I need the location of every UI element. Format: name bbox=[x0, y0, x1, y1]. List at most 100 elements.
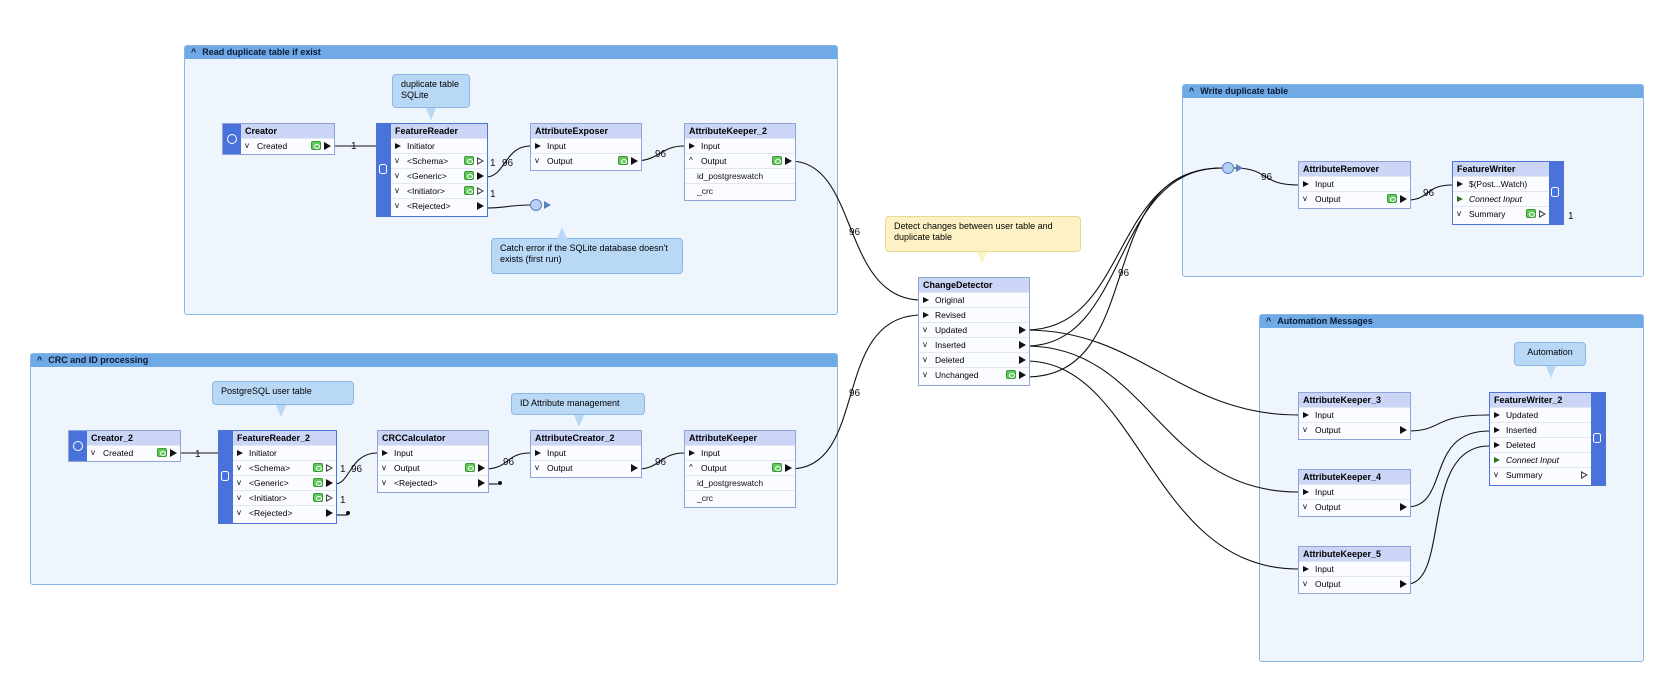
inspect-eye-icon[interactable] bbox=[313, 493, 323, 502]
expand-chevron-icon[interactable]: v bbox=[245, 141, 249, 150]
output-port-arrow-icon[interactable] bbox=[1539, 210, 1546, 218]
transformer-featurewriter-2[interactable]: FeatureWriter_2 Updated Inserted Deleted… bbox=[1489, 392, 1606, 486]
output-port-arrow-icon[interactable] bbox=[631, 157, 638, 165]
input-port-arrow-icon[interactable] bbox=[1494, 427, 1500, 433]
expand-chevron-icon[interactable]: v bbox=[395, 171, 399, 180]
collapse-caret-icon[interactable]: ^ bbox=[37, 355, 43, 365]
output-port-arrow-icon[interactable] bbox=[1019, 341, 1026, 349]
bookmark-header[interactable]: ^Automation Messages bbox=[1260, 315, 1643, 328]
port-rejected[interactable]: v<Rejected> bbox=[233, 505, 350, 520]
input-port-arrow-icon[interactable] bbox=[1494, 412, 1500, 418]
expand-chevron-icon[interactable]: v bbox=[1457, 209, 1461, 218]
output-port-arrow-icon[interactable] bbox=[1400, 195, 1407, 203]
expand-chevron-icon[interactable]: v bbox=[395, 186, 399, 195]
input-port-arrow-icon[interactable] bbox=[1494, 442, 1500, 448]
output-port-arrow-icon[interactable] bbox=[477, 202, 484, 210]
port-input[interactable]: Input bbox=[531, 445, 641, 460]
bookmark-header[interactable]: ^Read duplicate table if exist bbox=[185, 46, 837, 59]
collapse-caret-icon[interactable]: ^ bbox=[1189, 86, 1195, 96]
annotation-detect-changes[interactable]: Detect changes between user table and du… bbox=[885, 216, 1081, 264]
inspect-eye-icon[interactable] bbox=[464, 156, 474, 165]
port-input[interactable]: Input bbox=[685, 138, 795, 153]
port-output[interactable]: ^Output bbox=[685, 153, 795, 168]
bookmark-header[interactable]: ^CRC and ID processing bbox=[31, 354, 837, 367]
input-port-arrow-icon[interactable] bbox=[1303, 181, 1309, 187]
output-port-arrow-icon[interactable] bbox=[477, 187, 484, 195]
inspect-eye-icon[interactable] bbox=[1006, 370, 1016, 379]
port-input[interactable]: Input bbox=[378, 445, 488, 460]
transformer-featurereader[interactable]: FeatureReader Initiator v<Schema> v<Gene… bbox=[376, 123, 488, 217]
port-input[interactable]: Input bbox=[531, 138, 641, 153]
bookmark-header[interactable]: ^Write duplicate table bbox=[1183, 85, 1643, 98]
output-port-arrow-icon[interactable] bbox=[324, 142, 331, 150]
inspect-eye-icon[interactable] bbox=[464, 186, 474, 195]
input-port-arrow-icon[interactable] bbox=[1303, 489, 1309, 495]
output-port-arrow-icon[interactable] bbox=[478, 479, 485, 487]
output-port-arrow-icon[interactable] bbox=[326, 509, 333, 517]
expand-chevron-icon[interactable]: v bbox=[1494, 470, 1498, 479]
connect-input-arrow-icon[interactable] bbox=[1494, 457, 1500, 463]
output-port-arrow-icon[interactable] bbox=[1400, 580, 1407, 588]
annotation-duplicate-table[interactable]: duplicate table SQLite bbox=[392, 74, 470, 120]
expand-chevron-icon[interactable]: v bbox=[923, 370, 927, 379]
expand-chevron-icon[interactable]: v bbox=[395, 201, 399, 210]
output-port-arrow-icon[interactable] bbox=[477, 157, 484, 165]
annotation-id-attribute[interactable]: ID Attribute management bbox=[511, 393, 645, 427]
port-rejected[interactable]: v<Rejected> bbox=[378, 475, 502, 490]
inspect-eye-icon[interactable] bbox=[313, 463, 323, 472]
annotation-postgres-user[interactable]: PostgreSQL user table bbox=[212, 381, 354, 417]
output-port-arrow-icon[interactable] bbox=[785, 464, 792, 472]
inspect-eye-icon[interactable] bbox=[465, 463, 475, 472]
output-port-arrow-icon[interactable] bbox=[1581, 471, 1588, 479]
expand-chevron-icon[interactable]: v bbox=[395, 156, 399, 165]
collapse-chevron-icon[interactable]: ^ bbox=[689, 463, 693, 472]
transformer-featurewriter[interactable]: FeatureWriter $(Post...Watch) Connect In… bbox=[1452, 161, 1564, 225]
port-schema[interactable]: v<Schema> bbox=[391, 153, 487, 168]
transformer-attributekeeper-2[interactable]: AttributeKeeper_2 Input ^Output id_postg… bbox=[684, 123, 796, 201]
output-port-arrow-icon[interactable] bbox=[631, 464, 638, 472]
port-updated[interactable]: Updated bbox=[1490, 407, 1591, 422]
input-port-arrow-icon[interactable] bbox=[1457, 181, 1463, 187]
input-port-arrow-icon[interactable] bbox=[535, 143, 541, 149]
port-connect-input[interactable]: Connect Input bbox=[1453, 191, 1549, 206]
inspect-eye-icon[interactable] bbox=[313, 478, 323, 487]
annotation-automation[interactable]: Automation bbox=[1514, 342, 1586, 378]
port-feature-type[interactable]: $(Post...Watch) bbox=[1453, 176, 1549, 191]
output-port-arrow-icon[interactable] bbox=[326, 494, 333, 502]
expand-chevron-icon[interactable]: v bbox=[1303, 579, 1307, 588]
expand-chevron-icon[interactable]: v bbox=[923, 325, 927, 334]
port-deleted[interactable]: Deleted bbox=[1490, 437, 1591, 452]
junction-rejected[interactable] bbox=[530, 199, 551, 211]
collapse-chevron-icon[interactable]: ^ bbox=[689, 156, 693, 165]
connect-input-arrow-icon[interactable] bbox=[1457, 196, 1463, 202]
input-port-arrow-icon[interactable] bbox=[1303, 566, 1309, 572]
input-port-arrow-icon[interactable] bbox=[689, 143, 695, 149]
inspect-eye-icon[interactable] bbox=[311, 141, 321, 150]
port-input[interactable]: Input bbox=[685, 445, 795, 460]
input-port-arrow-icon[interactable] bbox=[1303, 412, 1309, 418]
expand-chevron-icon[interactable]: v bbox=[535, 156, 539, 165]
expand-chevron-icon[interactable]: v bbox=[535, 463, 539, 472]
inspect-eye-icon[interactable] bbox=[157, 448, 167, 457]
input-port-arrow-icon[interactable] bbox=[382, 450, 388, 456]
output-port-arrow-icon[interactable] bbox=[1019, 371, 1026, 379]
output-port-arrow-icon[interactable] bbox=[1019, 326, 1026, 334]
bookmark-write-duplicate[interactable]: ^Write duplicate table bbox=[1182, 84, 1644, 277]
expand-chevron-icon[interactable]: v bbox=[923, 355, 927, 364]
output-port-arrow-icon[interactable] bbox=[478, 464, 485, 472]
